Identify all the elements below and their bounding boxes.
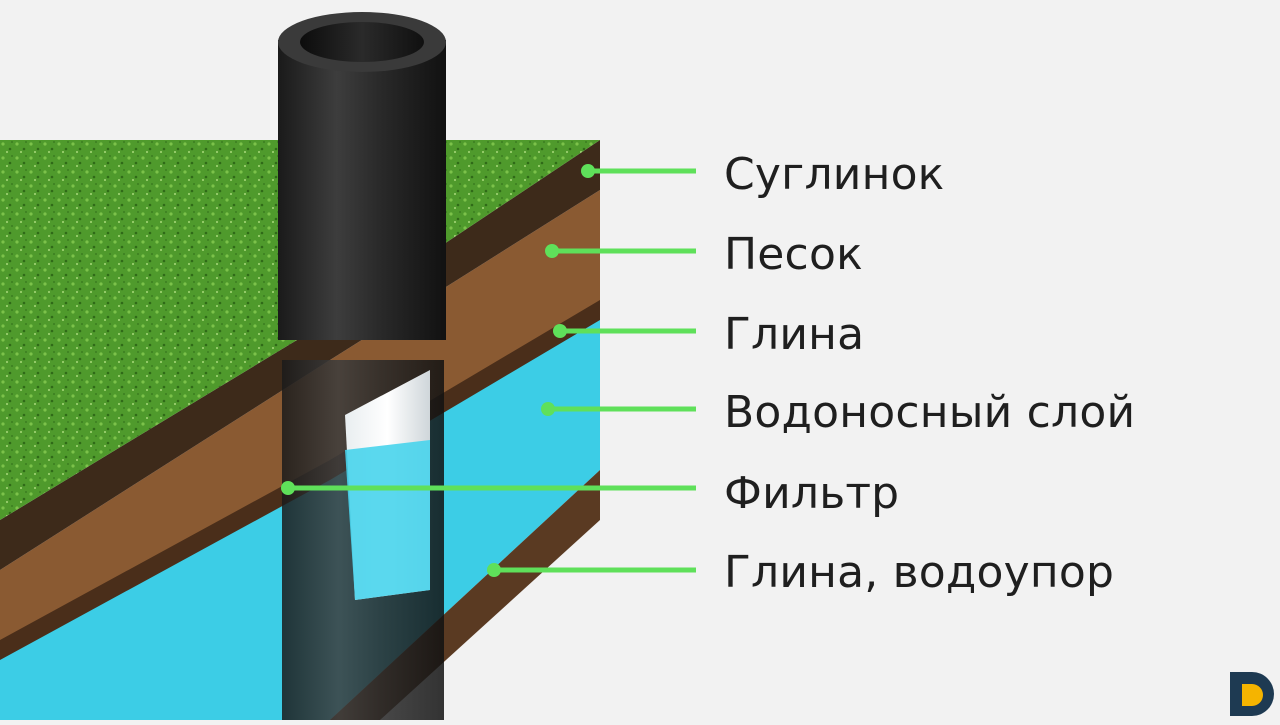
layer-label-loam: Суглинок <box>724 149 945 200</box>
pipe-top-opening <box>300 22 424 62</box>
layer-label-clay: Глина <box>724 309 865 360</box>
loam-layer <box>0 140 600 570</box>
pipe-upper <box>278 40 446 340</box>
layer-label-filter: Фильтр <box>724 468 900 519</box>
layer-label-aquifer: Водоносный слой <box>724 387 1136 438</box>
leader-lines <box>281 164 696 577</box>
layer-label-aquitard: Глина, водоупор <box>724 547 1115 598</box>
logo-icon <box>1230 672 1274 716</box>
layer-label-sand: Песок <box>724 229 863 280</box>
